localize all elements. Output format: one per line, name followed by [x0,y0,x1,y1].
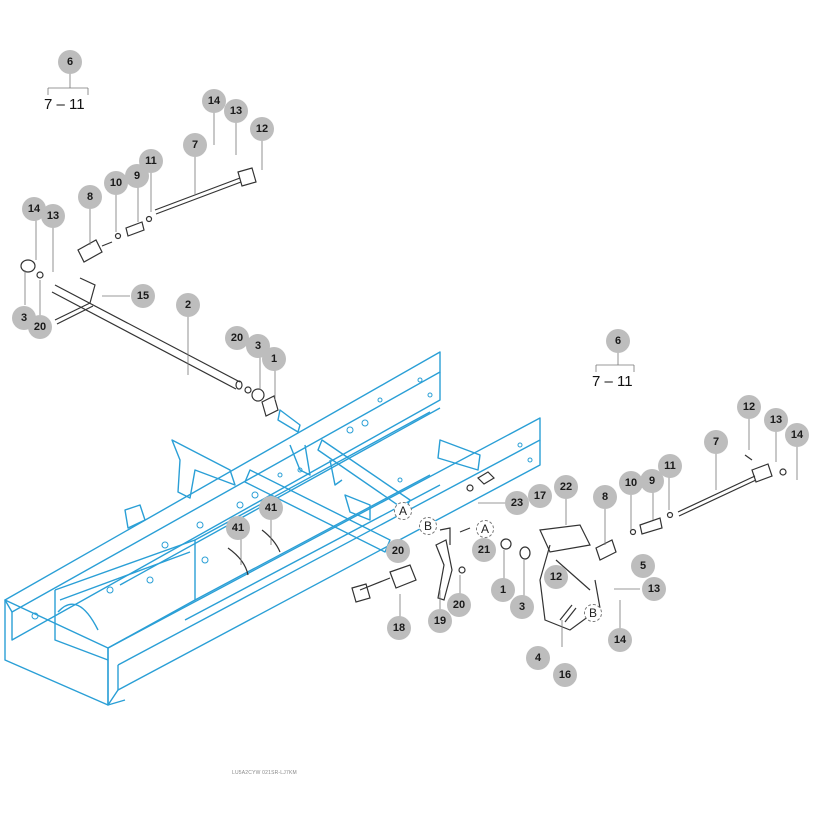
callout-part[interactable]: 2 [176,293,200,317]
callout-part[interactable]: 8 [593,485,617,509]
callout-part[interactable]: 10 [619,471,643,495]
range-end: 11 [617,373,633,390]
callout-part[interactable]: 22 [554,475,578,499]
callout-part[interactable]: 1 [262,347,286,371]
callout-part[interactable]: 17 [528,484,552,508]
callout-part[interactable]: 41 [259,496,283,520]
callout-part[interactable]: 4 [526,646,550,670]
callout-part[interactable]: 18 [387,616,411,640]
reference-marker-a: A [476,520,494,538]
group-range-right: 7 – 11 [592,373,633,390]
reference-marker-b: B [584,604,602,622]
callout-part[interactable]: 14 [202,89,226,113]
callout-part[interactable]: 1 [491,578,515,602]
callout-part[interactable]: 41 [226,516,250,540]
callout-part[interactable]: 19 [428,609,452,633]
drawing-code: LU5A2CYW 021SR-LJ7KM [232,770,297,776]
callout-part[interactable]: 5 [631,554,655,578]
callout-part[interactable]: 23 [505,491,529,515]
callout-part[interactable]: 21 [472,538,496,562]
callout-part[interactable]: 7 [183,133,207,157]
reference-marker-b: B [419,517,437,535]
callout-part[interactable]: 13 [764,408,788,432]
range-separator: – [604,373,613,390]
callout-part[interactable]: 9 [125,164,149,188]
callout-group-right-6[interactable]: 6 [606,329,630,353]
callout-part[interactable]: 10 [104,171,128,195]
callout-part[interactable]: 16 [553,663,577,687]
callout-part[interactable]: 14 [608,628,632,652]
linkage-parts [20,167,787,631]
callout-group-left-6[interactable]: 6 [58,50,82,74]
leader-lines [24,73,798,647]
callout-part[interactable]: 20 [28,315,52,339]
callout-part[interactable]: 14 [785,423,809,447]
chassis-frame [4,351,541,706]
range-separator: – [56,96,65,113]
callout-part[interactable]: 12 [250,117,274,141]
reference-marker-a: A [394,502,412,520]
callout-part[interactable]: 7 [704,430,728,454]
callout-part[interactable]: 3 [510,595,534,619]
callout-part[interactable]: 12 [737,395,761,419]
callout-part[interactable]: 15 [131,284,155,308]
callout-part[interactable]: 8 [78,185,102,209]
callout-part[interactable]: 11 [658,454,682,478]
callout-part[interactable]: 13 [642,577,666,601]
callout-part[interactable]: 20 [225,326,249,350]
callout-part[interactable]: 20 [386,539,410,563]
callout-part[interactable]: 20 [447,593,471,617]
callout-part[interactable]: 13 [224,99,248,123]
range-start: 7 [592,373,601,390]
callout-part[interactable]: 13 [41,204,65,228]
range-start: 7 [44,96,53,113]
range-end: 11 [69,96,85,113]
callout-part[interactable]: 11 [139,149,163,173]
callout-part[interactable]: 12 [544,565,568,589]
group-range-left: 7 – 11 [44,96,85,113]
